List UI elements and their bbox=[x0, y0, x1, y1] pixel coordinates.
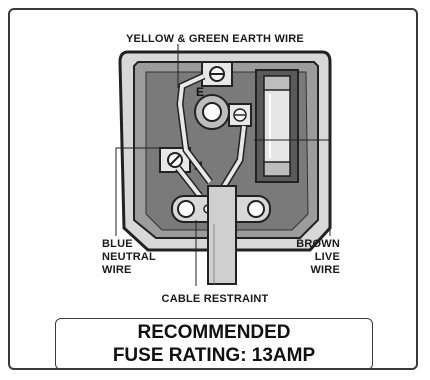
neutral-leader-line bbox=[115, 147, 164, 236]
earth-wire-label: YELLOW & GREEN EARTH WIRE bbox=[126, 33, 304, 45]
cable-restraint-label: CABLE RESTRAINT bbox=[161, 293, 269, 305]
live-label-line-3: WIRE bbox=[310, 264, 340, 276]
terminal-e-letter: E bbox=[196, 85, 204, 99]
main-cable bbox=[207, 185, 237, 285]
neutral-label-line-1: BLUE bbox=[102, 238, 133, 250]
live-label-line-1: BROWN bbox=[296, 238, 340, 250]
fuse-rating-box: RECOMMENDED FUSE RATING: 13AMP bbox=[55, 318, 373, 370]
neutral-label-line-2: NEUTRAL bbox=[102, 251, 156, 263]
live-label-line-2: LIVE bbox=[314, 251, 340, 263]
neutral-wire-label: BLUE NEUTRAL WIRE bbox=[102, 238, 156, 277]
live-leader-line bbox=[254, 139, 331, 236]
fuse-rating-line-2: FUSE RATING: 13AMP bbox=[112, 345, 316, 366]
live-wire-label: BROWN LIVE WIRE bbox=[282, 238, 340, 277]
fuse-rating-line-1: RECOMMENDED bbox=[137, 322, 291, 343]
neutral-label-line-3: WIRE bbox=[102, 264, 132, 276]
fuse bbox=[263, 75, 291, 177]
